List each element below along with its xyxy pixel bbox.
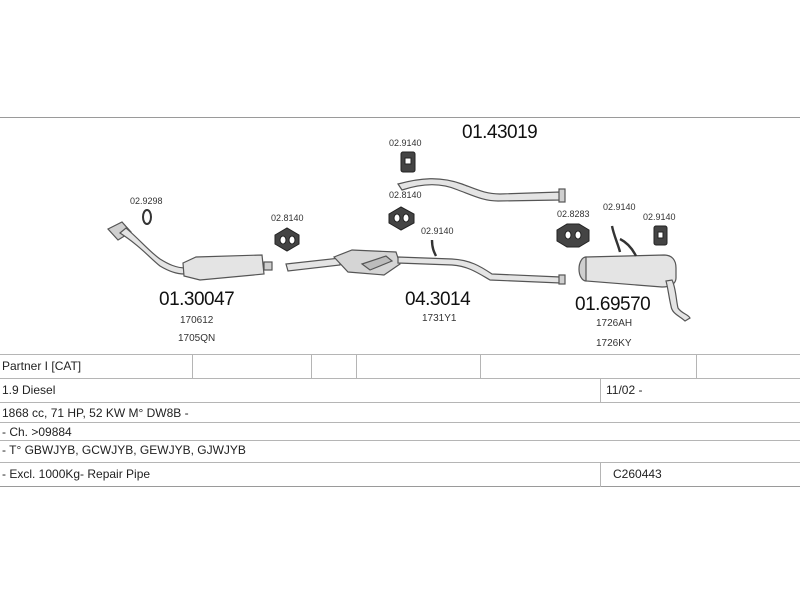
exhaust-diagram: 01.43019 02.9298 02.8140 02.9140 02.8140…	[0, 118, 800, 354]
catalyst-band	[360, 255, 394, 271]
part-ref: 170612	[180, 315, 214, 326]
clamp-label: 02.9298	[130, 196, 163, 206]
engine-cell: 1.9 Diesel	[2, 383, 56, 397]
clamp-02-8140-mid	[388, 206, 415, 231]
column-divider	[192, 355, 193, 379]
clamp-label: 02.8140	[271, 213, 304, 223]
clamp-label: 02.9140	[421, 226, 454, 236]
hanger-02-9140-cat	[430, 239, 438, 257]
diagram-frame	[0, 117, 800, 487]
repair-pipe-end	[558, 188, 566, 203]
table-row: - T° GBWJYB, GCWJYB, GEWJYB, GJWJYB	[0, 440, 800, 462]
table-row: Partner I [CAT]	[0, 354, 800, 379]
code-cell: C260443	[613, 467, 662, 481]
part-number: 01.30047	[159, 289, 235, 310]
exhaust-drawing	[107, 151, 691, 322]
column-divider	[696, 355, 697, 379]
column-divider	[311, 355, 312, 379]
part-number: 04.3014	[405, 289, 471, 310]
clamp-label: 02.9140	[643, 212, 676, 222]
part-ref: 1726AH	[596, 318, 633, 329]
front-pipe-tube	[118, 227, 187, 275]
clamp-02-8283	[556, 223, 590, 248]
note-cell: - Excl. 1000Kg- Repair Pipe	[2, 467, 151, 481]
hanger-02-9140-rear-b	[619, 237, 638, 257]
clamp-02-9140-top	[400, 151, 416, 173]
date-range-cell: 11/02 -	[606, 383, 643, 397]
types-cell: - T° GBWJYB, GCWJYB, GEWJYB, GJWJYB	[2, 443, 246, 457]
column-divider	[600, 463, 601, 487]
column-divider	[600, 379, 601, 403]
clamp-02-9140-far	[653, 225, 668, 246]
engine-spec-cell: 1868 cc, 71 HP, 52 KW M° DW8B -	[2, 406, 189, 420]
table-row: 1868 cc, 71 HP, 52 KW M° DW8B -	[0, 402, 800, 422]
model-cell: Partner I [CAT]	[2, 359, 82, 373]
clamp-label: 02.9140	[389, 138, 422, 148]
part-ref: 1726KY	[596, 338, 632, 349]
intermediate-pipe-outlet	[397, 256, 561, 284]
clamp-02-8140-left	[274, 227, 300, 252]
table-row: 1.9 Diesel 11/02 -	[0, 378, 800, 403]
part-ref: 1705QN	[178, 333, 216, 344]
intermediate-pipe-end	[558, 274, 566, 285]
table-row: - Excl. 1000Kg- Repair Pipe C260443	[0, 462, 800, 487]
part-ref: 1731Y1	[422, 313, 457, 324]
rear-silencer-body	[585, 254, 677, 288]
clamp-label: 02.9140	[603, 202, 636, 212]
part-number: 01.69570	[575, 294, 651, 315]
column-divider	[356, 355, 357, 379]
assembly-number: 01.43019	[462, 122, 538, 143]
table-row: - Ch. >09884	[0, 422, 800, 440]
intermediate-pipe-inlet	[285, 257, 341, 272]
rear-tailpipe	[665, 279, 691, 322]
clamp-label: 02.8140	[389, 190, 422, 200]
hanger-02-9140-rear-a	[610, 225, 622, 253]
column-divider	[480, 355, 481, 379]
chassis-cell: - Ch. >09884	[2, 425, 72, 439]
front-silencer-body	[182, 254, 265, 281]
clamp-label: 02.8283	[557, 209, 590, 219]
front-silencer-outlet	[263, 261, 273, 271]
clamp-02-9298	[142, 209, 152, 225]
repair-pipe	[397, 178, 561, 202]
